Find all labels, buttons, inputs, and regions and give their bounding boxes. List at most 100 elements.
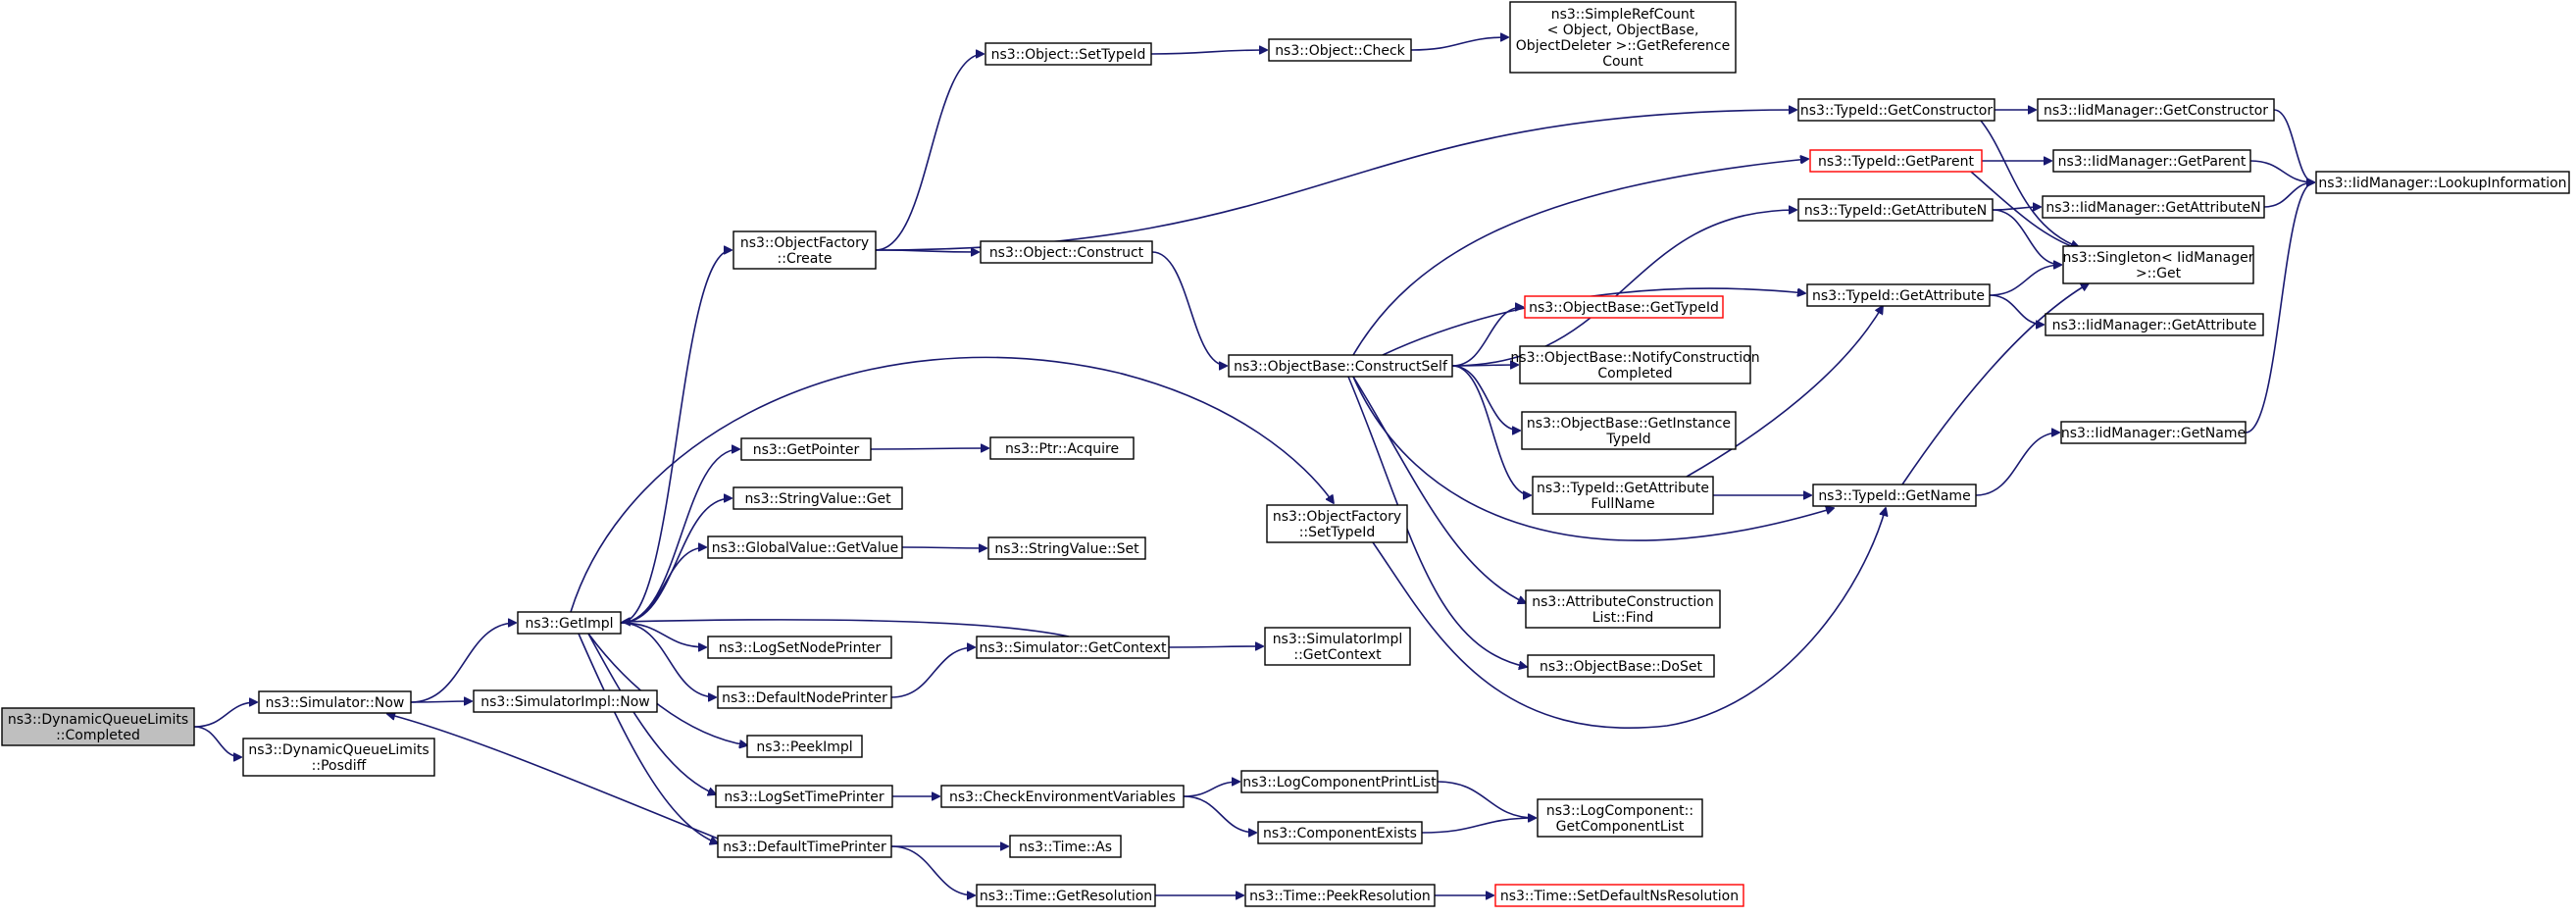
- node-timeSetDef[interactable]: ns3::Time::SetDefaultNsResolution: [1494, 884, 1744, 907]
- node-iidGetAttrN[interactable]: ns3::IidManager::GetAttributeN: [2042, 195, 2265, 219]
- node-tidGetName[interactable]: ns3::TypeId::GetName: [1812, 484, 1977, 507]
- node-label: ns3::TypeId::GetName: [1818, 488, 1970, 504]
- node-defTime[interactable]: ns3::DefaultTimePrinter: [717, 835, 892, 858]
- node-tidGetParent[interactable]: ns3::TypeId::GetParent: [1809, 149, 1983, 173]
- node-label: ns3::IidManager::GetParent: [2058, 154, 2247, 170]
- node-box: [1494, 884, 1744, 907]
- node-box: [2052, 149, 2251, 173]
- node-iidLookup[interactable]: ns3::IidManager::LookupInformation: [2315, 171, 2570, 194]
- node-ofSetTypeId[interactable]: ns3::ObjectFactory::SetTypeId: [1266, 504, 1408, 543]
- node-compExists[interactable]: ns3::ComponentExists: [1257, 821, 1423, 844]
- node-box: [1806, 283, 1991, 307]
- node-box: [1009, 835, 1122, 858]
- node-label: ns3::Singleton< IidManager: [2063, 250, 2254, 266]
- node-box: [1266, 504, 1408, 543]
- edge-tidGetAttr-to-singleton: [1989, 265, 2061, 296]
- node-label: ns3::Time::PeekResolution: [1249, 889, 1431, 904]
- node-objConstruct[interactable]: ns3::Object::Construct: [980, 240, 1153, 264]
- node-iidGetName[interactable]: ns3::IidManager::GetName: [2060, 421, 2247, 444]
- node-box: [1257, 821, 1423, 844]
- node-getImpl[interactable]: ns3::GetImpl: [517, 611, 622, 635]
- node-obDoSet[interactable]: ns3::ObjectBase::DoSet: [1527, 654, 1715, 678]
- node-tidGetCtor[interactable]: ns3::TypeId::GetConstructor: [1797, 98, 1995, 122]
- node-box: [1228, 354, 1453, 378]
- node-timeAs[interactable]: ns3::Time::As: [1009, 835, 1122, 858]
- node-defNode[interactable]: ns3::DefaultNodePrinter: [717, 686, 892, 709]
- node-simImplGetCtx[interactable]: ns3::SimulatorImpl::GetContext: [1264, 627, 1411, 666]
- node-obGetTypeId[interactable]: ns3::ObjectBase::GetTypeId: [1524, 295, 1724, 319]
- node-label: ns3::SimulatorImpl: [1273, 632, 1403, 647]
- node-label: ns3::ObjectBase::DoSet: [1540, 659, 1702, 675]
- node-svSet[interactable]: ns3::StringValue::Set: [987, 536, 1146, 560]
- node-box: [473, 689, 658, 713]
- node-box: [989, 436, 1135, 460]
- node-root[interactable]: ns3::DynamicQueueLimits::Completed: [1, 707, 195, 746]
- edge-ofCreate-to-objSetTypeId: [875, 54, 984, 251]
- node-timePeekRes[interactable]: ns3::Time::PeekResolution: [1244, 884, 1436, 907]
- node-label: ns3::ObjectBase::ConstructSelf: [1234, 359, 1448, 375]
- node-box: [1268, 38, 1412, 62]
- node-box: [1809, 149, 1983, 173]
- edge-tidGetName-to-iidGetName: [1975, 433, 2059, 496]
- node-gvGetValue[interactable]: ns3::GlobalValue::GetValue: [707, 535, 903, 559]
- node-simImplNow[interactable]: ns3::SimulatorImpl::Now: [473, 689, 658, 713]
- node-logCompGet[interactable]: ns3::LogComponent::GetComponentList: [1537, 798, 1703, 838]
- edge-ofSetTypeId-to-tidGetName: [1372, 508, 1886, 729]
- node-posdiff[interactable]: ns3::DynamicQueueLimits::Posdiff: [242, 738, 435, 777]
- node-box: [1244, 884, 1436, 907]
- node-ofCreate[interactable]: ns3::ObjectFactory::Create: [732, 230, 877, 270]
- node-label: TypeId: [1605, 432, 1650, 447]
- node-obNotify[interactable]: ns3::ObjectBase::NotifyConstructionCompl…: [1510, 345, 1760, 384]
- node-ptrAcquire[interactable]: ns3::Ptr::Acquire: [989, 436, 1135, 460]
- edge-objSetTypeId-to-objCheck: [1150, 50, 1267, 55]
- node-box: [2315, 171, 2570, 194]
- edge-constructSelf-to-tidGetAttrN: [1451, 210, 1796, 367]
- node-label: ns3::Simulator::Now: [266, 695, 405, 711]
- edge-tidGetAttr-to-iidGetAttr: [1989, 294, 2044, 325]
- node-label: ns3::TypeId::GetAttribute: [1537, 481, 1709, 496]
- node-label: ns3::ObjectFactory: [1273, 509, 1401, 525]
- edge-iidGetParent-to-iidLookup: [2249, 160, 2314, 182]
- node-label: ObjectDeleter >::GetReference: [1516, 38, 1730, 54]
- edge-checkEnv-to-compExists: [1183, 795, 1256, 833]
- node-label: ns3::IidManager::LookupInformation: [2318, 176, 2566, 191]
- node-tidGetAttrN[interactable]: ns3::TypeId::GetAttributeN: [1797, 198, 1994, 222]
- node-box: [1797, 98, 1995, 122]
- node-label: ns3::ObjectBase::GetInstance: [1527, 416, 1731, 432]
- node-objCheck[interactable]: ns3::Object::Check: [1268, 38, 1412, 62]
- node-singleton[interactable]: ns3::Singleton< IidManager>::Get: [2062, 245, 2254, 284]
- node-peekImpl[interactable]: ns3::PeekImpl: [746, 735, 863, 758]
- node-label: ns3::IidManager::GetConstructor: [2044, 103, 2268, 119]
- node-simGetContext[interactable]: ns3::Simulator::GetContext: [976, 636, 1170, 659]
- node-label: ns3::ComponentExists: [1263, 826, 1417, 841]
- edge-constructSelf-to-attrFind: [1352, 376, 1526, 603]
- node-label: ns3::LogComponent::: [1546, 803, 1693, 819]
- node-box: [2042, 195, 2265, 219]
- node-iidGetParent[interactable]: ns3::IidManager::GetParent: [2052, 149, 2251, 173]
- node-label: ns3::ObjectBase::GetTypeId: [1529, 300, 1719, 316]
- node-constructSelf[interactable]: ns3::ObjectBase::ConstructSelf: [1228, 354, 1453, 378]
- node-iidGetCtor[interactable]: ns3::IidManager::GetConstructor: [2037, 98, 2275, 122]
- node-label: ns3::CheckEnvironmentVariables: [949, 790, 1176, 805]
- node-logSetNode[interactable]: ns3::LogSetNodePrinter: [707, 636, 892, 659]
- node-refCount[interactable]: ns3::SimpleRefCount< Object, ObjectBase,…: [1509, 1, 1737, 74]
- node-checkEnv[interactable]: ns3::CheckEnvironmentVariables: [940, 785, 1185, 808]
- node-label: ns3::LogComponentPrintList: [1242, 775, 1437, 790]
- node-timeGetRes[interactable]: ns3::Time::GetResolution: [976, 884, 1156, 907]
- node-logSetTime[interactable]: ns3::LogSetTimePrinter: [715, 785, 893, 808]
- node-logCompPrint[interactable]: ns3::LogComponentPrintList: [1240, 770, 1439, 793]
- node-iidGetAttr[interactable]: ns3::IidManager::GetAttribute: [2045, 313, 2264, 336]
- node-tidGetAttr[interactable]: ns3::TypeId::GetAttribute: [1806, 283, 1991, 307]
- edge-getImpl-to-svGet: [620, 498, 732, 624]
- edge-defTime-to-timeGetRes: [890, 845, 975, 895]
- edge-constructSelf-to-tidGetParent: [1352, 159, 1808, 356]
- node-simNow[interactable]: ns3::Simulator::Now: [258, 690, 412, 714]
- edge-constructSelf-to-tidGetName: [1352, 376, 1834, 541]
- node-objSetTypeId[interactable]: ns3::Object::SetTypeId: [985, 42, 1152, 66]
- node-getPointer[interactable]: ns3::GetPointer: [740, 437, 872, 461]
- node-svGet[interactable]: ns3::StringValue::Get: [732, 486, 903, 510]
- node-label: ns3::GetImpl: [525, 616, 613, 632]
